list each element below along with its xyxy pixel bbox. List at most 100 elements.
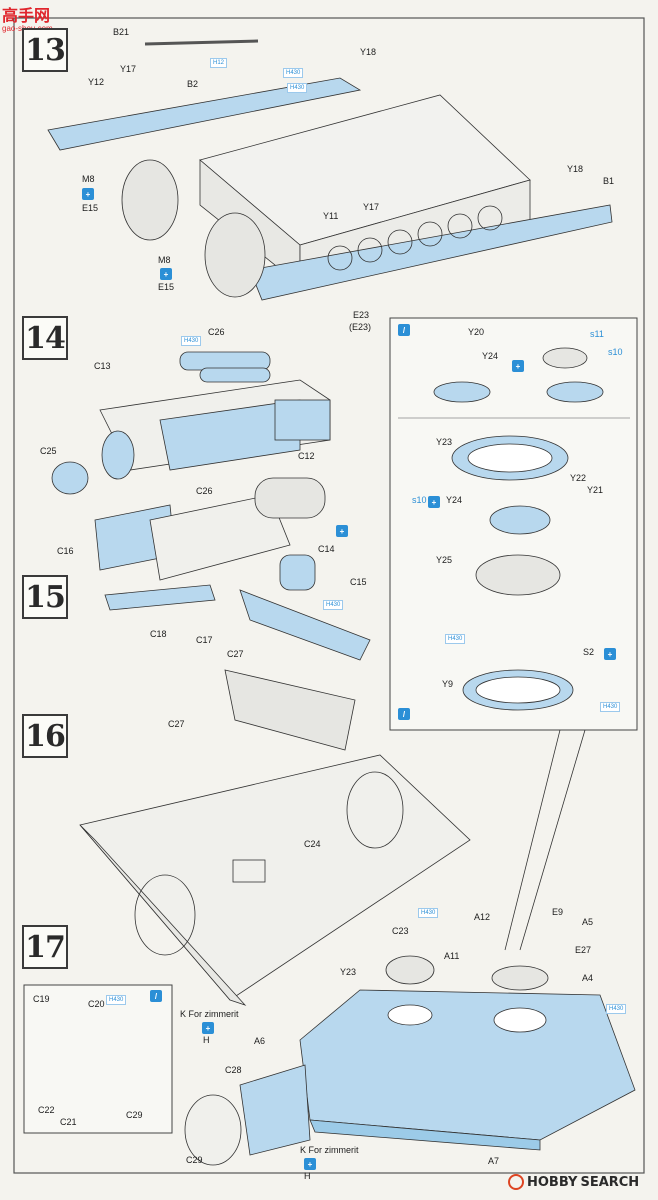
part-label: Y12 <box>88 77 105 87</box>
turret-body <box>184 955 636 1166</box>
glue-icon: + <box>428 496 440 508</box>
part-label: C14 <box>318 544 335 554</box>
paint-code-tag: H430 <box>445 634 466 644</box>
part-label: B21 <box>113 27 130 37</box>
brush-icon: / <box>150 990 162 1002</box>
glue-icon: + <box>512 360 524 372</box>
part-label: E27 <box>575 945 592 955</box>
site-logo: 高手网 <box>2 6 51 25</box>
brush-icon: / <box>398 324 410 336</box>
part-label: C27 <box>168 719 185 729</box>
glue-icon: + <box>336 525 348 537</box>
glue-icon: + <box>202 1022 214 1034</box>
part-label: A11 <box>444 951 460 961</box>
part-label: s10 <box>412 495 427 505</box>
watermark-brand: HOBBY <box>527 1174 578 1190</box>
part-label: Y17 <box>120 64 137 74</box>
sub-inset-frame <box>23 984 173 1134</box>
inset-connector-2 <box>519 729 586 951</box>
part-label: C22 <box>38 1105 55 1115</box>
part-label: C29 <box>126 1110 143 1120</box>
watermark-suffix: SEARCH <box>580 1174 640 1190</box>
hobby-search-watermark: HOBBY SEARCH <box>508 1174 639 1190</box>
part-label: C16 <box>57 546 74 556</box>
brush-icon: / <box>398 708 410 720</box>
part-label: M8 <box>158 255 171 265</box>
paint-code-tag: H430 <box>287 83 308 93</box>
paint-code-tag: H430 <box>418 908 439 918</box>
paint-code-tag: H430 <box>600 702 621 712</box>
paint-code-tag: H430 <box>606 1004 627 1014</box>
h-note: H <box>203 1035 210 1045</box>
part-label: Y23 <box>340 967 357 977</box>
step-16-number: 16 <box>22 714 68 758</box>
part-label: E15 <box>82 203 99 213</box>
part-label: Y11 <box>323 211 339 221</box>
part-label: C12 <box>298 451 315 461</box>
hobby-search-logo-icon <box>508 1174 524 1190</box>
paint-code-tag: H430 <box>283 68 304 78</box>
part-label: C28 <box>225 1065 242 1075</box>
part-label: (E23) <box>349 322 372 332</box>
part-label: Y18 <box>360 47 377 57</box>
part-label: Y23 <box>436 437 453 447</box>
part-label: Y21 <box>587 485 604 495</box>
part-label: s11 <box>590 329 604 339</box>
part-label: Y24 <box>482 351 499 361</box>
part-label: A5 <box>582 917 594 927</box>
turret-front <box>79 669 471 1006</box>
part-label: A4 <box>582 973 594 983</box>
part-label: C19 <box>33 994 50 1004</box>
zimmerit-note: K For zimmerit <box>300 1145 359 1155</box>
glue-icon: + <box>604 648 616 660</box>
part-label: C29 <box>186 1155 203 1165</box>
glue-icon: + <box>160 268 172 280</box>
part-label: M8 <box>82 174 95 184</box>
part-label: A12 <box>474 912 491 922</box>
step-15-number: 15 <box>22 575 68 619</box>
part-label: A7 <box>488 1156 500 1166</box>
part-label: E9 <box>552 907 564 917</box>
part-label: C20 <box>88 999 105 1009</box>
part-label: E23 <box>353 310 370 320</box>
part-label: C18 <box>150 629 167 639</box>
part-label: C17 <box>196 635 213 645</box>
part-label: B1 <box>603 176 615 186</box>
cupola-assembly <box>433 347 604 711</box>
track-links <box>121 159 503 298</box>
gun-breech <box>51 351 331 495</box>
part-label: S2 <box>583 647 595 657</box>
part-label: Y20 <box>468 327 485 337</box>
step-17-number: 17 <box>22 925 68 969</box>
part-label: Y24 <box>446 495 463 505</box>
part-label: C23 <box>392 926 409 936</box>
glue-icon: + <box>82 188 94 200</box>
part-label: C26 <box>196 486 213 496</box>
part-label: Y17 <box>363 202 380 212</box>
part-label: Y18 <box>567 164 584 174</box>
gun-mount <box>94 477 371 661</box>
part-label: Y22 <box>570 473 587 483</box>
paint-code-tag: H430 <box>323 600 344 610</box>
part-label: C24 <box>304 839 321 849</box>
part-label: Y25 <box>436 555 453 565</box>
hull-assembly <box>47 39 613 301</box>
page-frame <box>13 17 645 1174</box>
part-label: C21 <box>60 1117 77 1127</box>
paint-code-tag: H12 <box>210 58 228 68</box>
part-label: Y9 <box>442 679 454 689</box>
part-label: C15 <box>350 577 367 587</box>
part-label: C27 <box>227 649 244 659</box>
part-label: B2 <box>187 79 199 89</box>
part-label: C13 <box>94 361 111 371</box>
paint-code-tag: H430 <box>181 336 202 346</box>
part-label: A6 <box>254 1036 266 1046</box>
step-13-number: 13 <box>22 28 68 72</box>
glue-icon: + <box>304 1158 316 1170</box>
zimmerit-note: K For zimmerit <box>180 1009 239 1019</box>
h-note: H <box>304 1171 311 1181</box>
part-label: C26 <box>208 327 225 337</box>
part-label: E15 <box>158 282 175 292</box>
part-label: C25 <box>40 446 57 456</box>
